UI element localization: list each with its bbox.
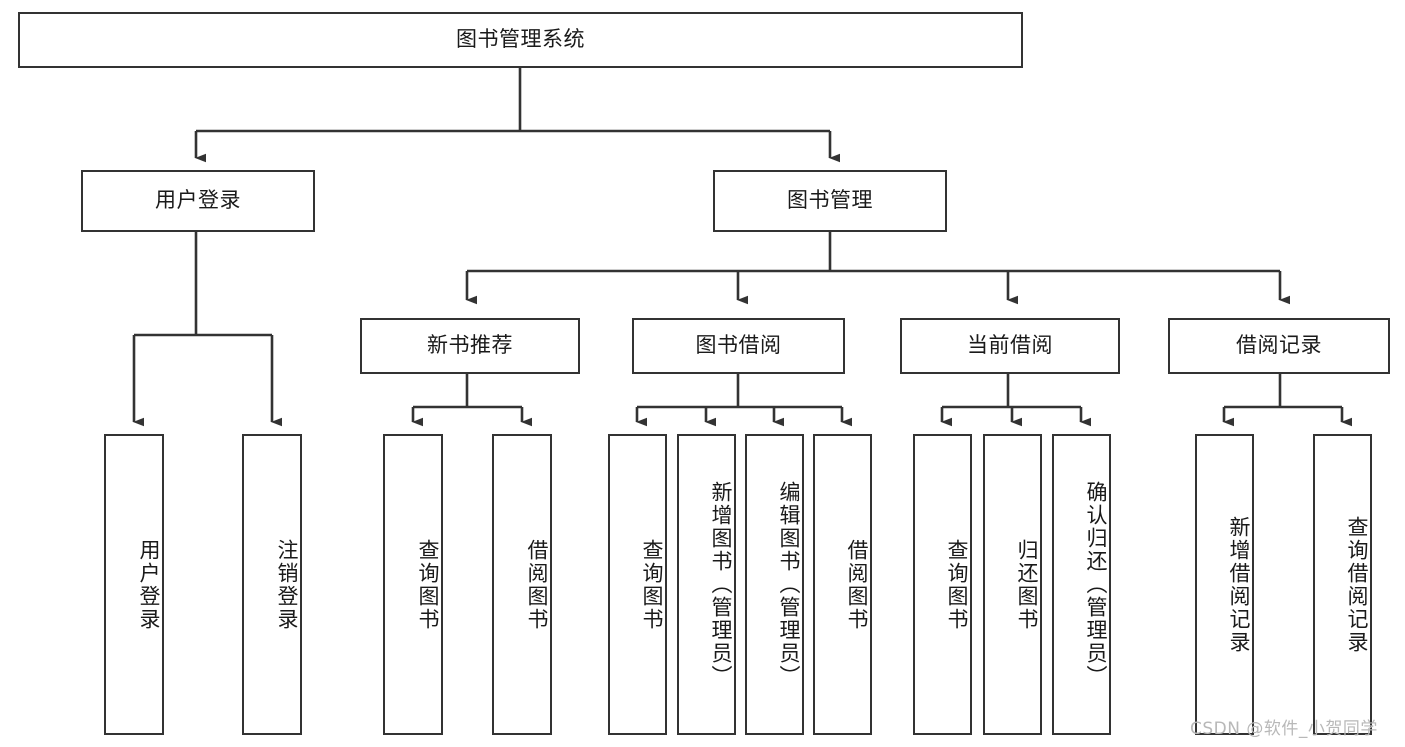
node-leaf-query-borrow-record[interactable]: 查询借阅记录 xyxy=(1313,434,1372,735)
node-leaf-edit-book-admin-label: 编辑图书（管理员） xyxy=(777,481,801,688)
node-leaf-query-book-3[interactable]: 查询图书 xyxy=(913,434,972,735)
node-root-label: 图书管理系统 xyxy=(456,27,585,52)
node-new-book-recommend[interactable]: 新书推荐 xyxy=(360,318,580,374)
node-borrow-record[interactable]: 借阅记录 xyxy=(1168,318,1390,374)
node-book-borrow[interactable]: 图书借阅 xyxy=(632,318,845,374)
node-borrow-record-label: 借阅记录 xyxy=(1236,333,1322,358)
node-leaf-query-book-2[interactable]: 查询图书 xyxy=(608,434,667,735)
node-user-login[interactable]: 用户登录 xyxy=(81,170,315,232)
node-leaf-borrow-book-2-label: 借阅图书 xyxy=(845,538,869,631)
node-current-borrow-label: 当前借阅 xyxy=(967,333,1053,358)
node-leaf-query-book-2-label: 查询图书 xyxy=(640,538,664,631)
node-book-borrow-label: 图书借阅 xyxy=(695,333,782,358)
node-leaf-query-book-1[interactable]: 查询图书 xyxy=(383,434,443,735)
node-leaf-confirm-return-admin[interactable]: 确认归还（管理员） xyxy=(1052,434,1111,735)
node-leaf-user-login-label: 用户登录 xyxy=(137,538,161,631)
node-leaf-add-borrow-record[interactable]: 新增借阅记录 xyxy=(1195,434,1254,735)
node-root[interactable]: 图书管理系统 xyxy=(18,12,1023,68)
node-new-book-recommend-label: 新书推荐 xyxy=(427,333,513,358)
node-leaf-add-book-admin[interactable]: 新增图书（管理员） xyxy=(677,434,736,735)
node-book-management-label: 图书管理 xyxy=(787,188,873,213)
node-book-management[interactable]: 图书管理 xyxy=(713,170,947,232)
node-current-borrow[interactable]: 当前借阅 xyxy=(900,318,1120,374)
node-leaf-user-logout[interactable]: 注销登录 xyxy=(242,434,302,735)
node-leaf-user-logout-label: 注销登录 xyxy=(275,538,299,631)
node-leaf-add-borrow-record-label: 新增借阅记录 xyxy=(1227,515,1251,654)
node-leaf-query-book-3-label: 查询图书 xyxy=(945,538,969,631)
node-leaf-confirm-return-admin-label: 确认归还（管理员） xyxy=(1084,481,1108,688)
node-user-login-label: 用户登录 xyxy=(155,188,241,213)
node-leaf-user-login[interactable]: 用户登录 xyxy=(104,434,164,735)
node-leaf-add-book-admin-label: 新增图书（管理员） xyxy=(709,481,733,688)
node-leaf-return-book-label: 归还图书 xyxy=(1015,538,1039,631)
node-leaf-query-book-1-label: 查询图书 xyxy=(416,538,440,631)
node-leaf-borrow-book-1[interactable]: 借阅图书 xyxy=(492,434,552,735)
node-leaf-return-book[interactable]: 归还图书 xyxy=(983,434,1042,735)
node-leaf-borrow-book-1-label: 借阅图书 xyxy=(525,538,549,631)
node-leaf-edit-book-admin[interactable]: 编辑图书（管理员） xyxy=(745,434,804,735)
csdn-watermark: CSDN @软件_小贺同学 xyxy=(1190,719,1378,739)
node-leaf-borrow-book-2[interactable]: 借阅图书 xyxy=(813,434,872,735)
node-leaf-query-borrow-record-label: 查询借阅记录 xyxy=(1345,515,1369,654)
